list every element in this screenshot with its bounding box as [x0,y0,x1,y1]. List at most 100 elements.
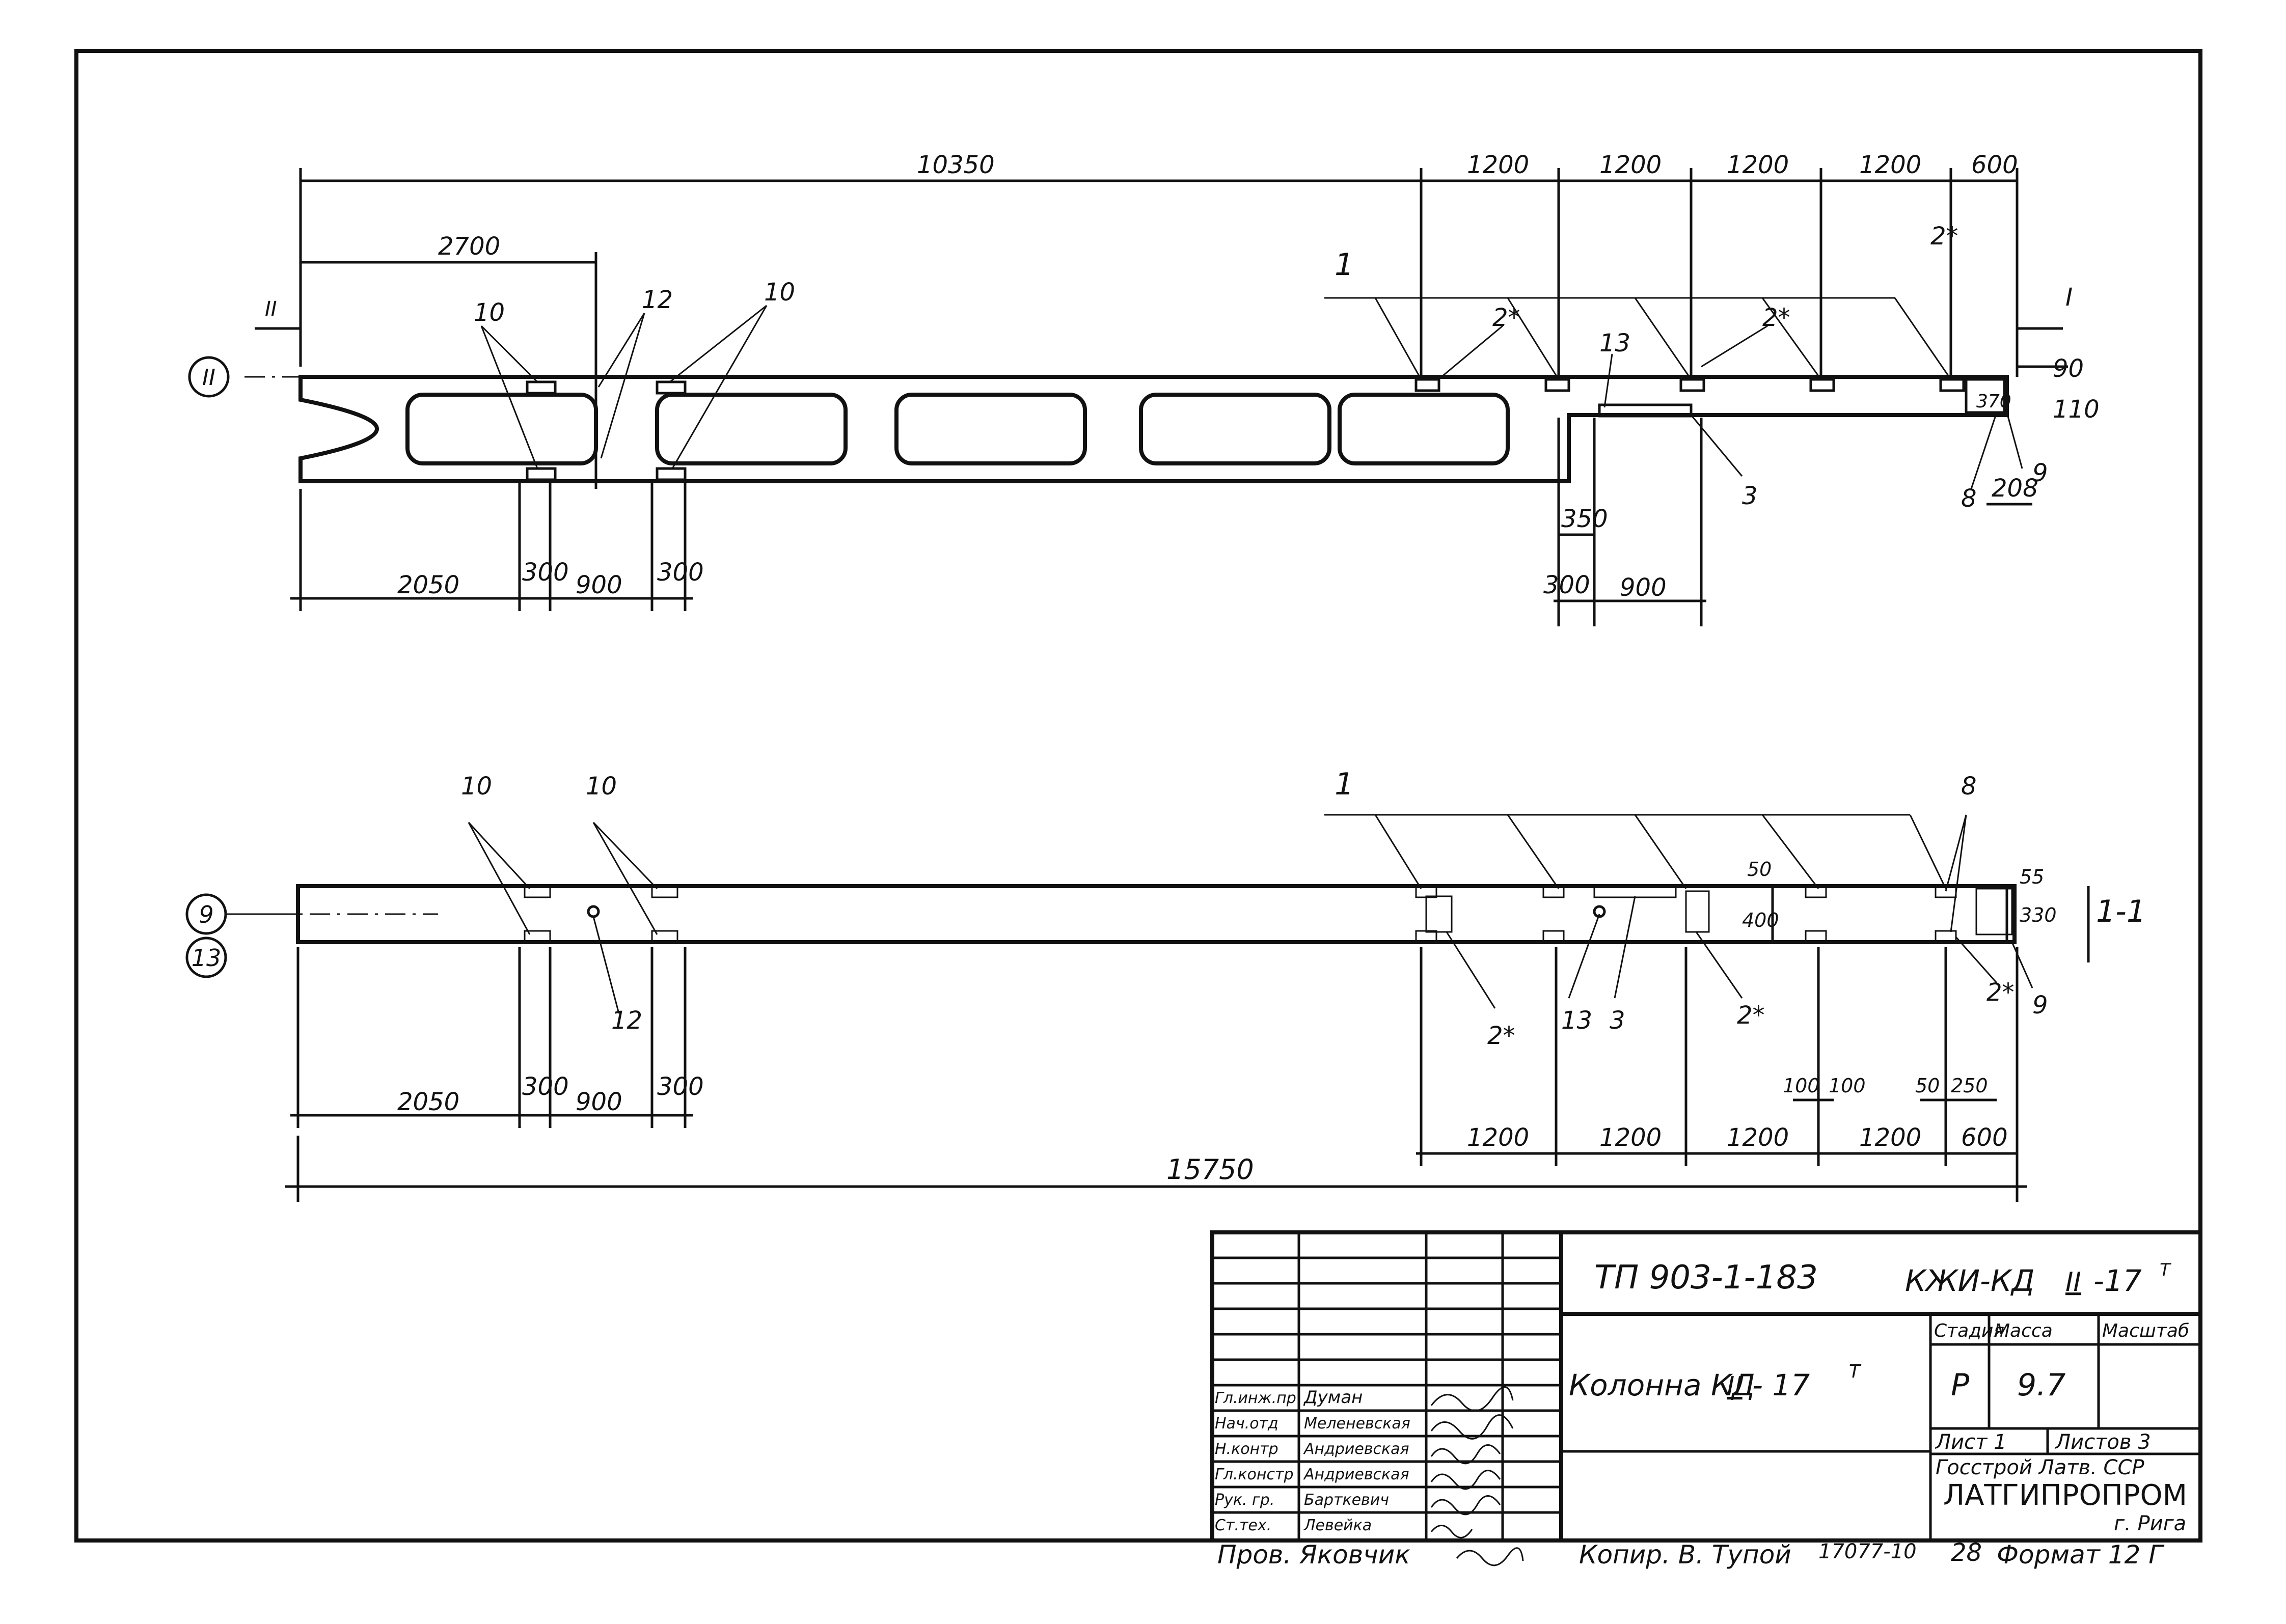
b-dim-330: 330 [2020,904,2057,926]
callout-1-top: 1 [1335,247,1354,283]
sheet-code: КЖИ-КД [1905,1263,2034,1298]
project-code: ТП 903-1-183 [1594,1259,1818,1297]
callout-2star-c: 2* [1930,222,1958,251]
opening-5 [1338,393,1510,465]
b-dim-300a: 300 [522,1072,569,1101]
b-callout-2star-a: 2* [1487,1022,1515,1050]
leader-lines-bottom [468,814,2033,1014]
opening-3 [894,393,1087,465]
opening-4 [1139,393,1331,465]
b-dim-100a: 100 [1783,1075,1820,1097]
embedded-plates-bottom [524,885,2013,943]
b-callout-10b: 10 [586,772,617,801]
drawing-name-tail: - 17 [1752,1368,1810,1402]
b-callout-2star-b: 2* [1737,1001,1765,1030]
dim-right-110: 110 [2053,395,2100,424]
axis-marker-13-label: 13 [192,944,222,972]
sheets-total: Листов 3 [2054,1430,2151,1454]
callout-8-top: 8 [1961,484,1977,513]
person-6: Левейка [1303,1517,1372,1534]
dim-bottom-2050: 2050 [397,571,459,599]
axis-marker-top [188,356,230,398]
b-dim-55: 55 [2020,866,2044,888]
dim-lines-bottom [285,886,2027,1202]
role-6: Ст.тех. [1215,1517,1271,1534]
dim-top-2: 1200 [1599,151,1662,179]
dim-right-370: 370 [1976,391,2011,412]
role-3: Н.контр [1215,1440,1278,1458]
opening-1 [405,393,598,465]
role-5: Рук. гр. [1215,1491,1274,1509]
b-dim-400: 400 [1742,909,1779,931]
opening-2 [655,393,848,465]
title-block [1210,1230,2202,1543]
b-dim-900: 900 [576,1088,622,1116]
axis-marker-13 [185,937,227,978]
callout-13-top: 13 [1599,329,1630,357]
b-dim-300b: 300 [657,1072,704,1101]
dim-top-1: 1200 [1467,151,1529,179]
callout-2star-b: 2* [1762,304,1790,332]
role-2: Нач.отд [1215,1415,1278,1433]
drawing-name-roman: II [1727,1371,1743,1402]
dim-208: 208 [1992,474,2038,503]
b-callout-9: 9 [2032,991,2048,1020]
axis-marker-top-label: II [202,365,215,391]
b-callout-8: 8 [1961,772,1977,801]
dim-top-4: 1200 [1859,151,1921,179]
b-dim-100b: 100 [1829,1075,1866,1097]
dim-bottom-900: 900 [576,571,622,599]
sheet-code-tail: -17 [2093,1263,2142,1298]
dim-top-3: 1200 [1727,151,1789,179]
dim-top-0: 10350 [917,151,995,179]
axis-marker-9-label: 9 [199,901,213,928]
section-arrow-left-label: II [265,297,277,321]
person-5: Барткевич [1304,1491,1389,1509]
sheet-number: Лист 1 [1935,1430,2007,1454]
callout-2star-a: 2* [1492,304,1520,332]
callout-12: 12 [642,286,673,314]
callout-3-top: 3 [1742,482,1758,510]
footer-number: 17077-10 [1818,1540,1917,1563]
b-callout-12: 12 [611,1006,642,1035]
callout-10-left: 10 [474,298,505,327]
org-line-1: Госстрой Латв. ССР [1936,1456,2144,1479]
format: Формат 12 Г [1997,1540,2165,1570]
org-line-2: ЛАТГИПРОПРОМ [1943,1479,2187,1512]
overall-dim-15750: 15750 [1166,1153,1254,1186]
role-1: Гл.инж.пр [1215,1389,1296,1407]
footer-28: 28 [1951,1538,1982,1567]
section-arrow-right-label: I [2065,283,2073,312]
signatures [1430,1386,1524,1566]
b-dim-600: 600 [1961,1123,2008,1152]
b-callout-2star-c: 2* [1986,978,2015,1007]
person-4: Андриевская [1303,1466,1409,1483]
bottom-view [185,814,2090,1202]
embedded-plates-top [526,378,2006,481]
column-outline-top [298,375,2009,483]
checked-by: Пров. Яковчик [1217,1540,1410,1570]
drawing-name-t: Т [1849,1361,1862,1382]
person-1: Думан [1303,1387,1363,1408]
callout-10-right: 10 [764,278,795,307]
hdr-stage: Стадия [1934,1320,2004,1341]
person-2: Меленевская [1304,1415,1410,1433]
dim-right-90: 90 [2053,354,2084,383]
role-4: Гл.констр [1215,1466,1294,1483]
drawing-name: Колонна КД [1569,1368,1755,1402]
hdr-scale: Масштаб [2102,1320,2189,1341]
sheet-code-t: Т [2160,1260,2171,1280]
copied-by: Копир. В. Тупой [1579,1540,1791,1570]
b-callout-1: 1 [1335,766,1354,802]
leader-lines-top [480,297,2023,489]
sheet-frame [74,49,2202,1543]
b-dim-50-top: 50 [1747,858,1772,880]
mass-value: 9.7 [2017,1367,2065,1403]
callout-9-top: 9 [2032,459,2048,487]
b-dim-1200d: 1200 [1859,1123,1921,1152]
dim-350: 350 [1561,505,1608,533]
dim-bottom-300b: 300 [657,558,704,587]
stage-value: Р [1951,1367,1970,1403]
org-line-3: г. Рига [2114,1512,2186,1535]
